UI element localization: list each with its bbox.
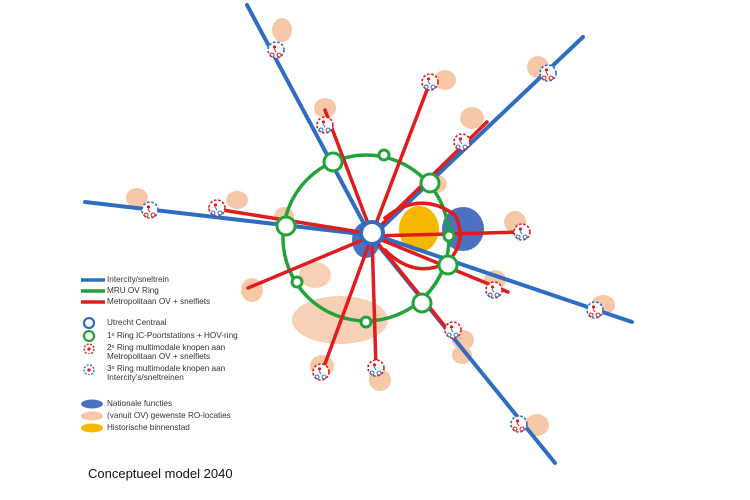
ring3-knoop-icon	[141, 201, 159, 219]
legend-label: Intercity/sneltrein	[107, 275, 169, 284]
legend-label: Metropolitaan OV + snelfiets	[107, 352, 211, 361]
ring2-knoop-icon	[312, 363, 330, 381]
legend-label: Intercity’s/sneltreinen	[107, 373, 184, 382]
legend-label: 1ᵉ Ring IC-Poortstations + HOV-ring	[107, 331, 238, 340]
ro-location	[452, 346, 472, 364]
metro-line	[246, 234, 374, 290]
ring1-station	[377, 148, 391, 162]
intercity-line	[83, 200, 372, 237]
metro-line	[323, 108, 374, 236]
ring1-station	[442, 229, 456, 243]
ring2-knoop-icon	[421, 73, 439, 91]
historische-binnenstad-area	[399, 206, 439, 252]
ring2-knoop-icon	[453, 133, 471, 151]
ro-location	[126, 188, 148, 208]
metro-line	[320, 234, 374, 374]
ro-location	[226, 191, 248, 209]
ro-location	[299, 262, 331, 288]
ring3-knoop-icon	[83, 364, 95, 375]
ring3-knopen	[141, 41, 604, 433]
intercity-line-swatch	[81, 278, 105, 282]
nationale-functies-swatch	[81, 399, 103, 409]
ro-location	[460, 107, 484, 129]
ro-location	[314, 98, 336, 118]
legend-label: Nationale functies	[107, 399, 173, 408]
legend-label: (vanuit OV) gewenste RO-locaties	[107, 411, 231, 420]
legend-label: Utrecht Centraal	[107, 318, 167, 327]
ring2-knoop-icon	[316, 116, 334, 134]
ring1-station	[322, 151, 344, 173]
legend-label: MRU OV Ring	[107, 286, 159, 295]
metro-line-swatch	[81, 300, 105, 304]
metro-line	[370, 234, 378, 370]
metro-loop	[383, 201, 462, 271]
ro-locaties-swatch	[81, 411, 103, 421]
legend-label-group: 2ᵉ Ring multimodale knopen aan Metropoli…	[107, 343, 225, 361]
ring2-knoop-icon	[444, 321, 462, 339]
legend-label: 3ᵉ Ring multimodale knopen aan	[107, 364, 226, 373]
ring1-station	[290, 275, 304, 289]
ring3-knoop-icon	[510, 415, 528, 433]
ring2-knoop-icon	[208, 199, 226, 217]
legend-label-group: 3ᵉ Ring multimodale knopen aan Intercity…	[107, 364, 225, 382]
ring-line-swatch	[81, 289, 105, 293]
binnenstad-swatch	[81, 423, 103, 433]
centraal-circle-icon	[82, 317, 96, 329]
ring3-knoop-icon	[539, 64, 557, 82]
ro-location	[272, 18, 292, 42]
utrecht-centraal-node	[359, 220, 385, 246]
ring1-station	[359, 315, 373, 329]
ring2-knopen	[208, 73, 531, 381]
diagram-title: Conceptueel model 2040	[88, 466, 233, 481]
ring2-knoop-icon	[367, 359, 385, 377]
ring2-knoop-icon	[83, 343, 95, 354]
ring2-knoop-icon	[513, 223, 531, 241]
legend-label: 2ᵉ Ring multimodale knopen aan	[107, 343, 226, 352]
ring3-knoop-icon	[586, 301, 604, 319]
ring3-knoop-icon	[267, 41, 285, 59]
ring1-station	[275, 215, 297, 237]
ring1-station	[437, 254, 459, 276]
intercity-line	[245, 3, 372, 237]
ring1-station	[419, 172, 441, 194]
ring1-station	[411, 292, 433, 314]
legend-label: Metropolitaan OV + snelfiets	[107, 297, 211, 306]
ring1-stations	[275, 148, 459, 329]
ro-location	[434, 70, 456, 90]
legend-label: Historische binnenstad	[107, 423, 190, 432]
metro-line	[370, 80, 432, 236]
ring2-knoop-icon	[485, 281, 503, 299]
ring1-circle-icon	[82, 330, 96, 342]
